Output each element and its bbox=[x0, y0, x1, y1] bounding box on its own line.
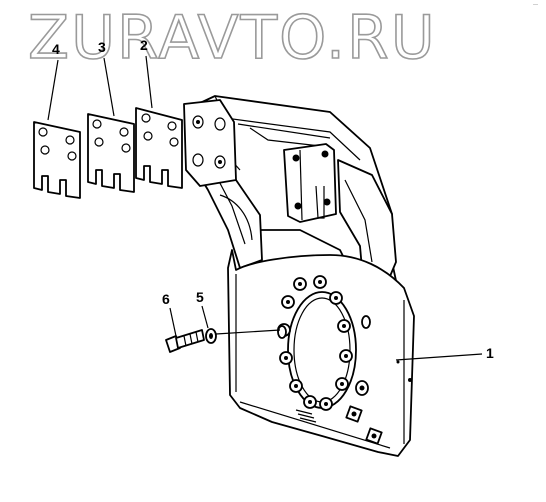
leader-line-2 bbox=[145, 55, 153, 109]
main-bracket-assembly bbox=[183, 95, 415, 457]
shim-plate-2 bbox=[135, 107, 183, 189]
callout-2: 2 bbox=[140, 37, 148, 53]
watermark-text: ZURAVTO.RU bbox=[28, 3, 437, 68]
shim-plate-3 bbox=[87, 113, 135, 193]
callout-4: 4 bbox=[52, 41, 60, 57]
corner-mark: — bbox=[533, 2, 538, 8]
callout-5: 5 bbox=[196, 289, 204, 305]
leader-line-1 bbox=[395, 353, 483, 361]
callout-1: 1 bbox=[486, 345, 494, 361]
callout-6: 6 bbox=[162, 291, 170, 307]
watermark: ZURAVTO.RU bbox=[28, 2, 437, 68]
washer-5 bbox=[205, 328, 217, 344]
leader-line-4 bbox=[47, 59, 59, 121]
bolt-6 bbox=[165, 329, 205, 353]
leader-line-6 bbox=[169, 307, 177, 337]
shim-plate-4 bbox=[33, 121, 81, 199]
leader-line-3 bbox=[103, 57, 115, 117]
callout-3: 3 bbox=[98, 39, 106, 55]
leader-line-5 bbox=[201, 305, 209, 329]
